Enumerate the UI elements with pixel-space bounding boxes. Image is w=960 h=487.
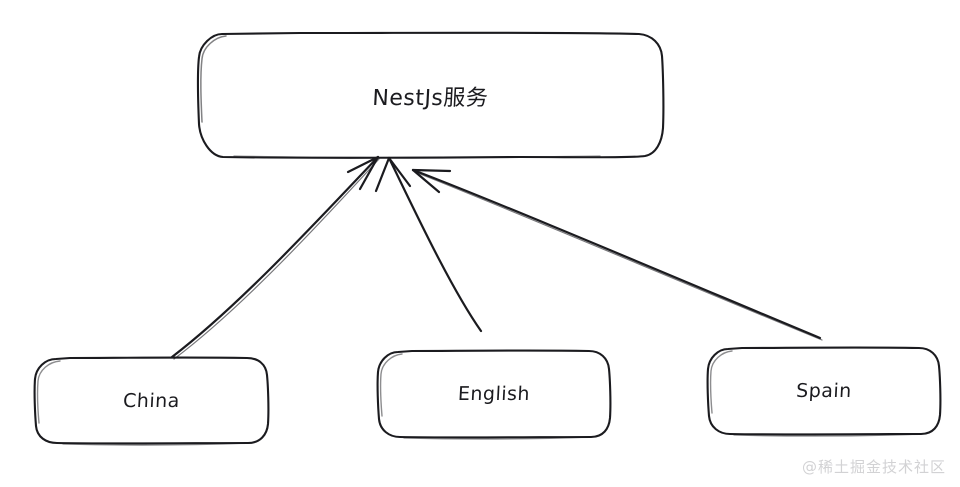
- watermark: @稀土掘金技术社区: [801, 458, 946, 476]
- node-english[interactable]: [376, 349, 612, 440]
- edge-spain-root: [411, 168, 823, 341]
- node-china[interactable]: [33, 356, 270, 446]
- node-spain[interactable]: [706, 346, 942, 437]
- edge-china-root: [170, 155, 380, 360]
- edge-english-root: [374, 156, 483, 333]
- node-root[interactable]: [196, 31, 665, 159]
